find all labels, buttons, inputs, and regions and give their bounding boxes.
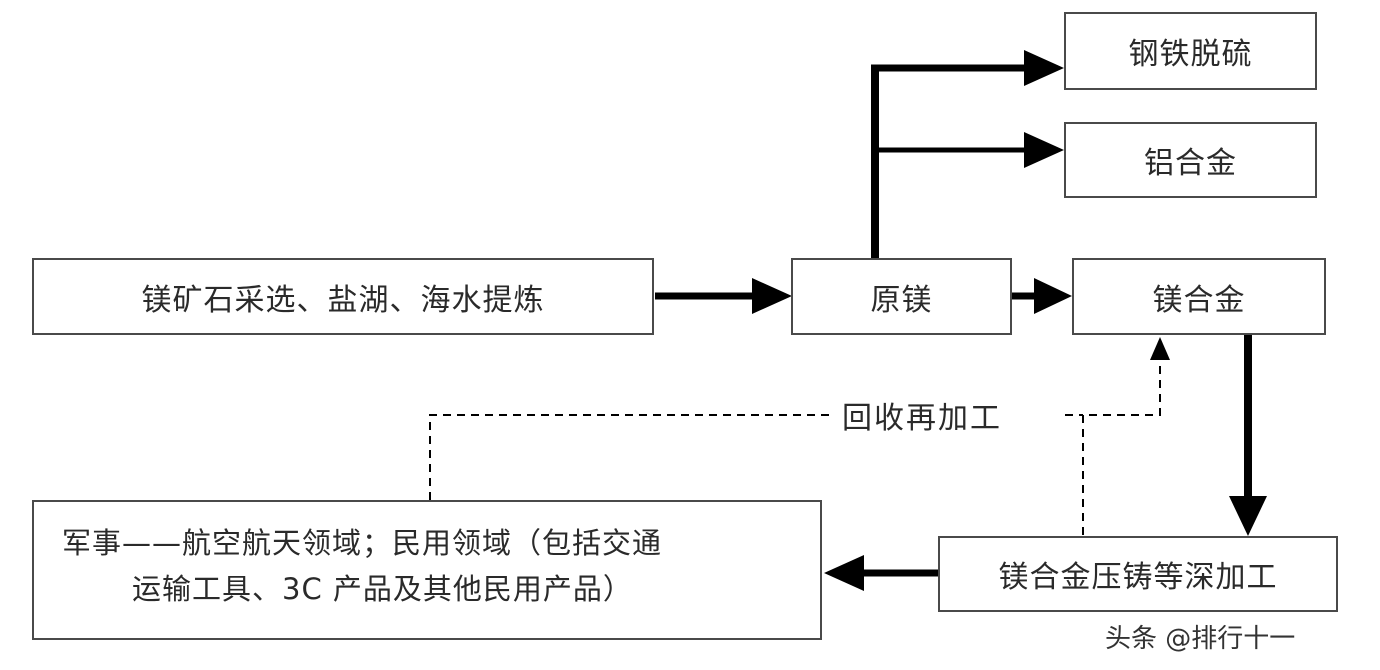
node-applications-line2: 运输工具、3C 产品及其他民用产品） [132,572,633,606]
node-aluminum-alloy-label: 铝合金 [1144,146,1237,181]
node-source: 镁矿石采选、盐湖、海水提炼 [32,258,654,335]
node-desulfurization: 钢铁脱硫 [1064,12,1317,90]
recycle-label: 回收再加工 [834,393,1010,437]
node-magnesium-alloy: 镁合金 [1072,258,1326,335]
arrowhead-raw [752,278,792,314]
arrowhead-alloy [1034,278,1072,314]
node-aluminum-alloy: 铝合金 [1064,122,1317,198]
node-applications: 军事——航空航天领域；民用领域（包括交通 运输工具、3C 产品及其他民用产品） [32,500,822,640]
arrowhead-deep [1229,496,1267,536]
watermark: 头条 @排行十一 [1105,624,1296,654]
node-source-label: 镁矿石采选、盐湖、海水提炼 [141,282,545,318]
arrowhead-applications [824,555,864,591]
arrowhead-aluminum-alloy [1024,132,1064,168]
arrowhead-desulfurization [1024,50,1064,86]
node-raw-magnesium: 原镁 [791,258,1012,335]
arrowhead-recycle [1150,337,1170,360]
node-applications-line1: 军事——航空航天领域；民用领域（包括交通 [62,526,663,560]
node-deep-processing-label: 镁合金压铸等深加工 [998,560,1278,595]
node-desulfurization-label: 钢铁脱硫 [1128,37,1253,72]
node-magnesium-alloy-label: 镁合金 [1152,282,1246,318]
recycle-dashed-left [429,414,830,500]
recycle-dashed-right [1082,360,1161,535]
node-deep-processing: 镁合金压铸等深加工 [938,536,1338,612]
node-raw-magnesium-label: 原镁 [870,282,933,318]
